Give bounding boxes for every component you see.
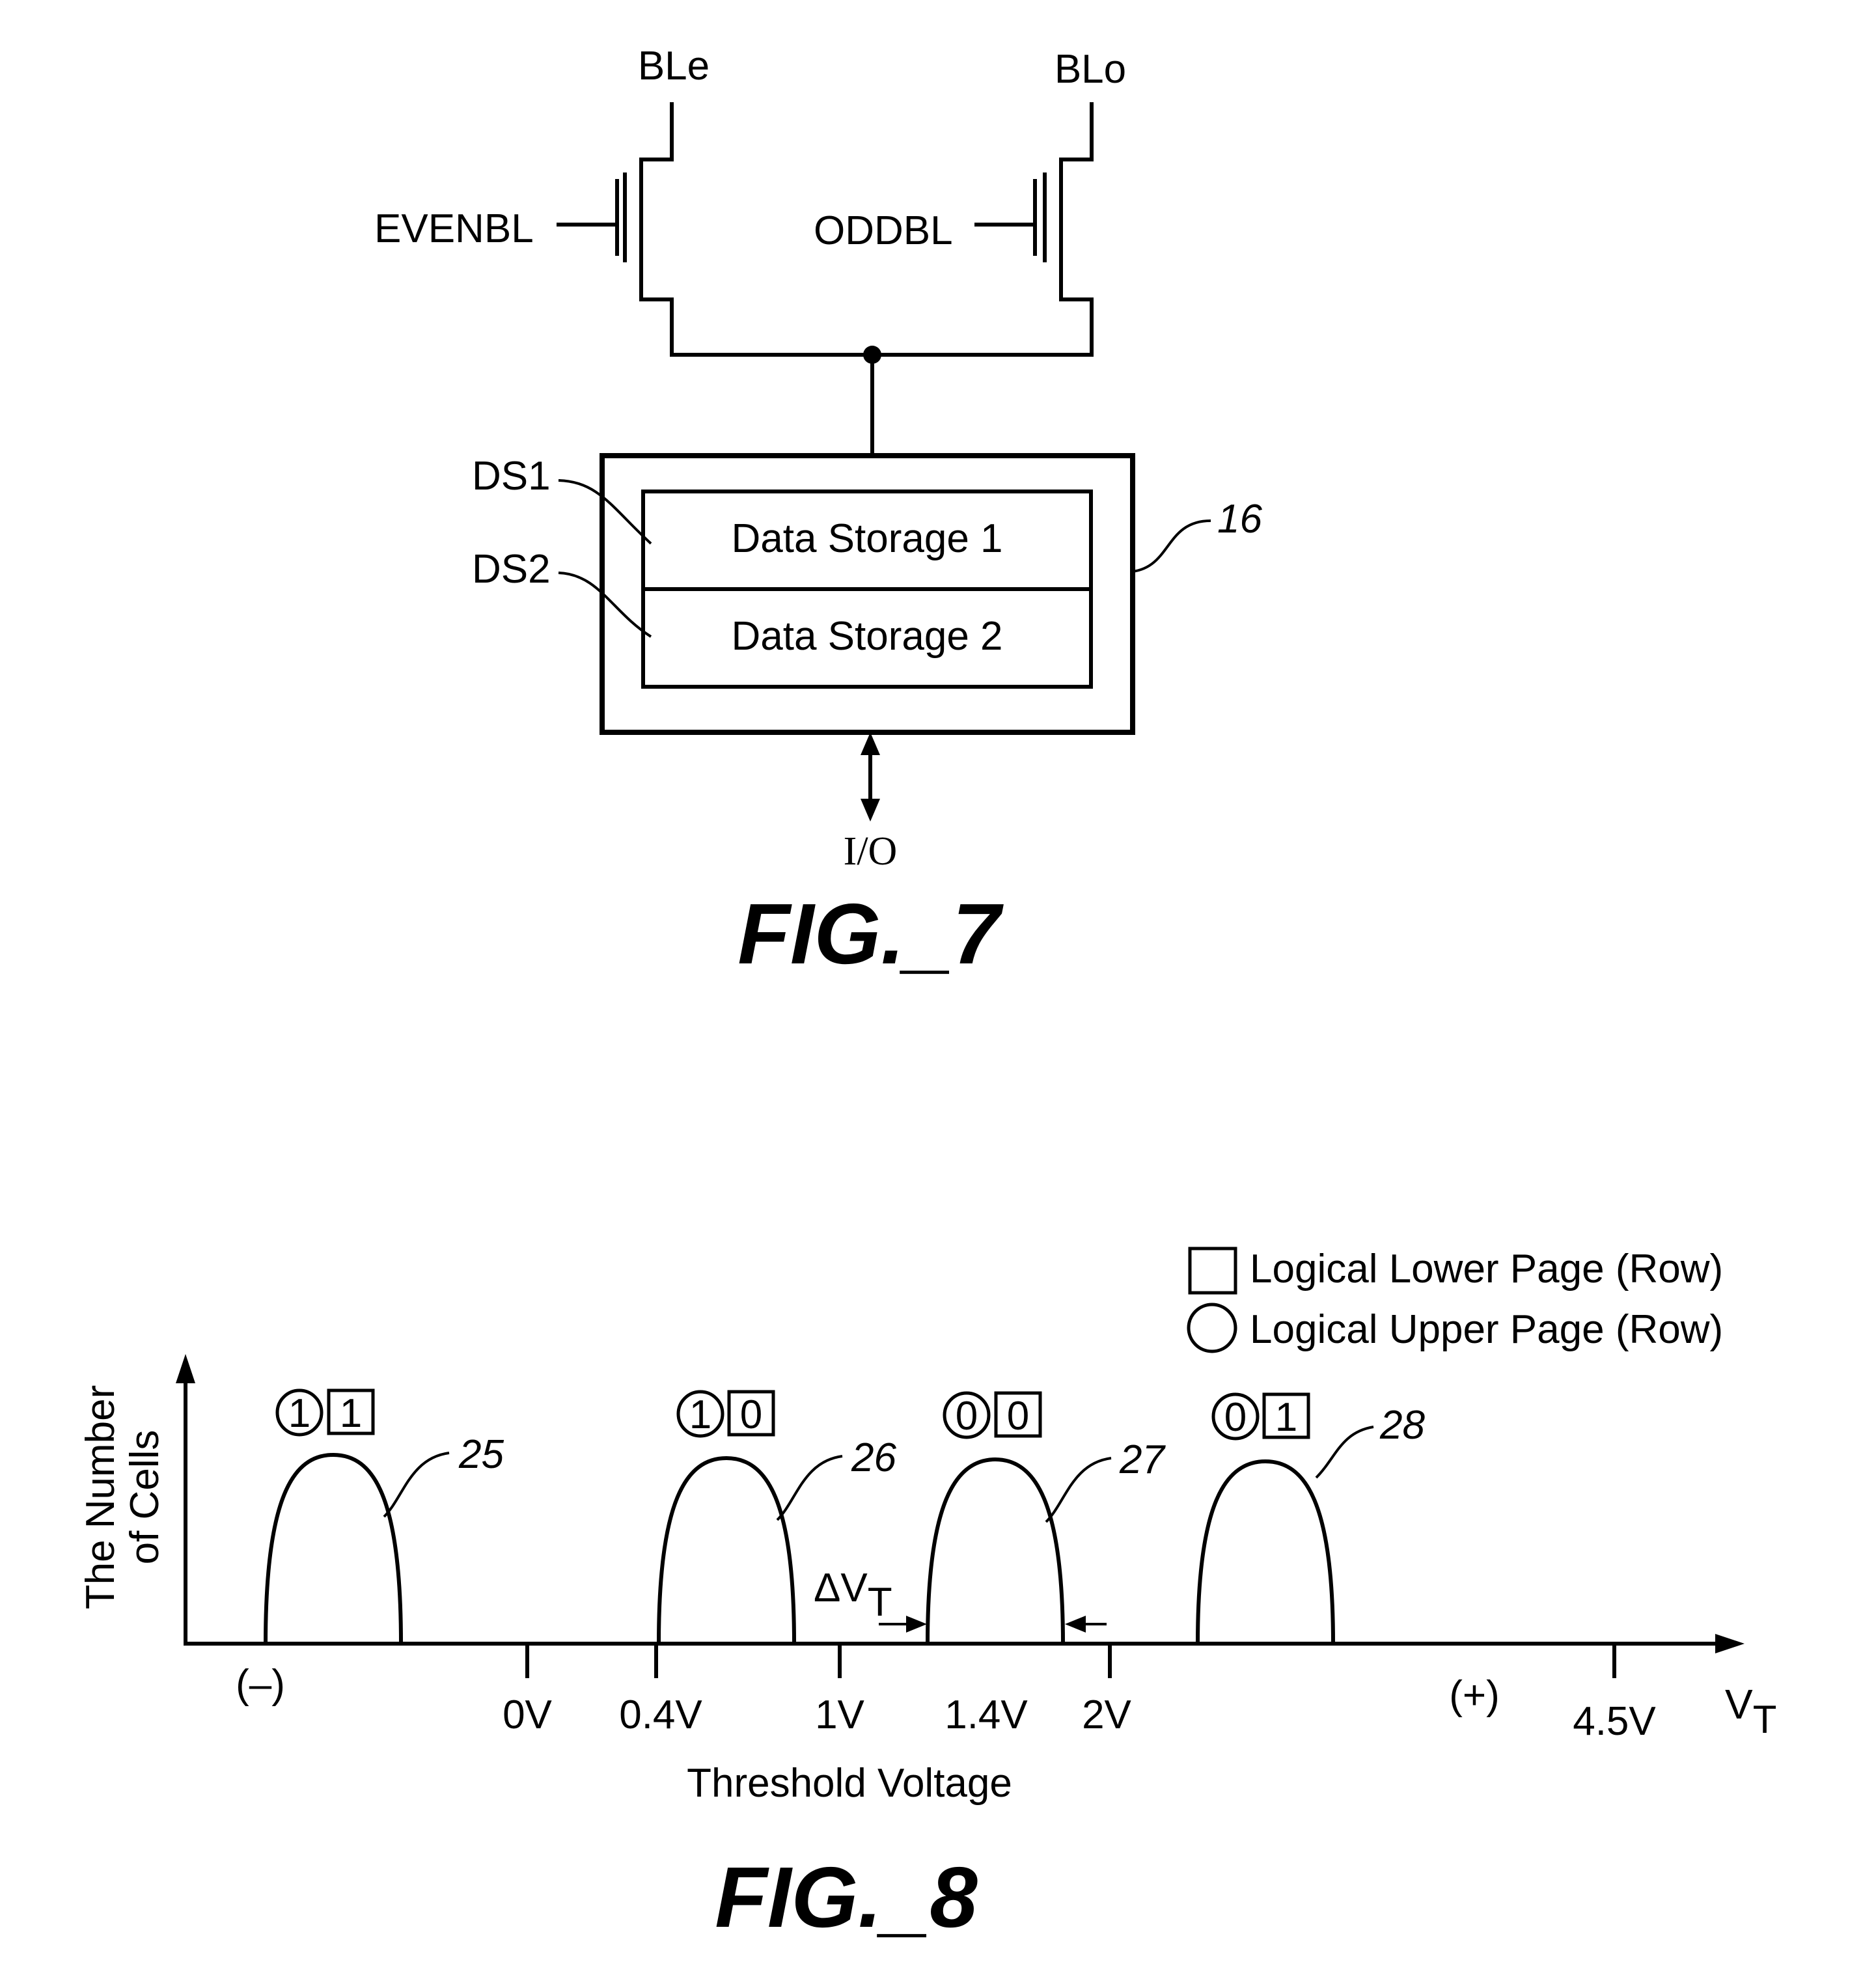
label-evenbl: EVENBL — [374, 206, 534, 251]
fig7-circuit: BLe BLo EVENBL ODDBL — [374, 44, 1262, 982]
state-28-lower: 1 — [1275, 1395, 1297, 1440]
state-26-lower: 0 — [740, 1392, 762, 1437]
label-oddbl: ODDBL — [814, 208, 953, 253]
x-axis-title: Threshold Voltage — [687, 1761, 1012, 1806]
fig8-caption: FIG._8 — [715, 1849, 978, 1945]
state-27-lower: 0 — [1007, 1394, 1029, 1439]
state-marker-26: 1 0 — [678, 1392, 773, 1437]
state-25-lower: 1 — [340, 1391, 362, 1436]
tick-label-1-4v: 1.4V — [945, 1692, 1028, 1737]
y-axis-arrow-icon — [176, 1354, 195, 1383]
tick-label-4-5v: 4.5V — [1573, 1699, 1656, 1744]
tick-label-0-4v: 0.4V — [619, 1692, 702, 1737]
state-25-upper: 1 — [288, 1391, 310, 1436]
label-io: I/O — [844, 829, 898, 874]
delta-vt-label: ΔVT — [814, 1566, 892, 1625]
data-latch-block — [602, 456, 1133, 732]
tick-label-0v: 0V — [503, 1692, 552, 1737]
tick-label-1v: 1V — [815, 1692, 864, 1737]
label-ds1: DS1 — [472, 454, 551, 499]
ref-25: 25 — [458, 1432, 504, 1477]
legend-upper-page: Logical Upper Page (Row) — [1250, 1307, 1723, 1352]
odd-bitline-transistor — [976, 104, 1092, 355]
x-axis-ticks — [527, 1644, 1614, 1676]
distribution-curve-28 — [1198, 1461, 1333, 1644]
state-marker-28: 0 1 — [1213, 1394, 1308, 1440]
state-marker-25: 1 1 — [277, 1390, 373, 1436]
x-axis-arrow-icon — [1715, 1634, 1745, 1653]
y-axis-title-line1: The Number — [78, 1385, 123, 1610]
legend-lower-page: Logical Lower Page (Row) — [1250, 1247, 1723, 1291]
ref-27: 27 — [1119, 1437, 1166, 1482]
ref-26: 26 — [851, 1435, 896, 1480]
ref-28: 28 — [1379, 1403, 1425, 1448]
distribution-curve-27 — [928, 1459, 1063, 1644]
data-storage-2-label: Data Storage 2 — [731, 614, 1002, 659]
tick-label-minus: (–) — [236, 1662, 285, 1707]
legend-square-icon — [1190, 1249, 1235, 1293]
data-storage-1-label: Data Storage 1 — [731, 516, 1002, 561]
distribution-curve-25 — [266, 1455, 401, 1644]
label-ds2: DS2 — [472, 547, 551, 592]
label-blo: BLo — [1055, 47, 1126, 92]
distribution-curve-26 — [659, 1458, 794, 1644]
tick-label-plus: (+) — [1449, 1673, 1500, 1718]
state-27-upper: 0 — [956, 1394, 978, 1439]
fig7-caption: FIG._7 — [738, 886, 1004, 982]
tick-label-2v: 2V — [1082, 1692, 1131, 1737]
state-26-upper: 1 — [689, 1392, 711, 1437]
fig8-threshold-distribution: Logical Lower Page (Row) Logical Upper P… — [78, 1247, 1776, 1945]
legend: Logical Lower Page (Row) Logical Upper P… — [1189, 1247, 1723, 1352]
even-bitline-transistor — [559, 104, 672, 355]
ref-16: 16 — [1217, 497, 1262, 542]
x-axis-symbol: VT — [1725, 1681, 1776, 1741]
label-ble: BLe — [638, 44, 710, 89]
state-marker-27: 0 0 — [945, 1393, 1040, 1439]
legend-circle-icon — [1189, 1305, 1235, 1351]
state-28-upper: 0 — [1224, 1395, 1247, 1440]
y-axis-title-line2: of Cells — [122, 1430, 167, 1565]
